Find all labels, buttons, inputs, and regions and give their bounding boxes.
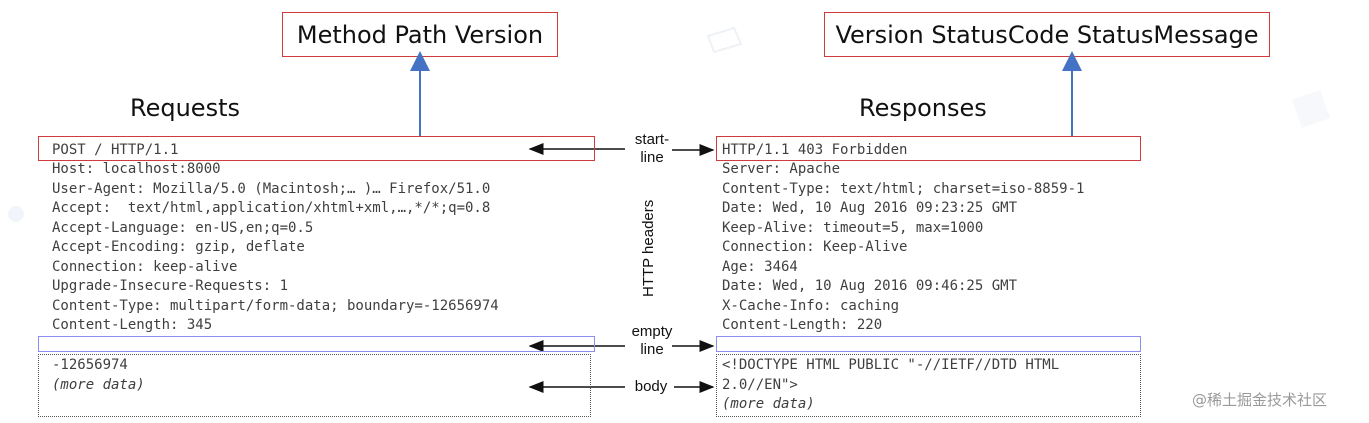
start-line-label-line: line [640,149,664,166]
response-header-line: Date: Wed, 10 Aug 2016 09:23:25 GMT [722,200,1018,216]
request-header-line: User-Agent: Mozilla/5.0 (Macintosh;… )… … [52,180,491,197]
response-header-line: Content-Length: 220 [722,317,883,333]
empty-line-label-line: empty [631,323,673,340]
response-header-line: Age: 3464 [722,258,798,275]
response-body-line: <!DOCTYPE HTML PUBLIC "-//IETF//DTD HTML [722,357,1060,373]
response-start-line-callout: Version StatusCode StatusMessage [824,12,1270,57]
response-header-line: Content-Type: text/html; charset=iso-885… [722,180,1085,197]
request-body-line: -12656974 [52,357,128,373]
response-header-line: Keep-Alive: timeout=5, max=1000 [722,219,984,236]
responses-heading: Responses [859,94,987,122]
response-body-box [716,354,1141,417]
empty-line-label-line: line [640,341,664,358]
request-header-line: Host: localhost:8000 [52,161,221,177]
request-header-line: Upgrade-Insecure-Requests: 1 [52,278,289,294]
response-start-line: HTTP/1.1 403 Forbidden [722,142,908,158]
empty-line-label: empty line [626,323,678,359]
request-headers: Host: localhost:8000 User-Agent: Mozilla… [52,160,499,336]
http-headers-label: HTTP headers [640,199,657,297]
request-start-line-callout-text: Method Path Version [296,20,544,49]
response-header-line: Server: Apache [722,161,841,177]
request-header-line: Content-Type: multipart/form-data; bound… [52,297,499,314]
response-body: <!DOCTYPE HTML PUBLIC "-//IETF//DTD HTML… [722,356,1059,415]
response-body-line: 2.0//EN"> [722,376,798,393]
request-empty-line-box [38,336,595,352]
request-header-line: Content-Length: 345 [52,317,213,333]
response-start-line-callout-text: Version StatusCode StatusMessage [835,20,1259,49]
response-header-line: Connection: Keep-Alive [722,239,908,255]
request-header-line: Accept-Language: en-US,en;q=0.5 [52,219,314,236]
request-header-line: Accept: text/html,application/xhtml+xml,… [52,200,491,216]
response-header-line: Date: Wed, 10 Aug 2016 09:46:25 GMT [722,278,1018,294]
response-body-line: (more data) [722,396,815,412]
start-line-label: start- line [630,131,674,167]
start-line-label-line: start- [634,131,670,148]
requests-heading: Requests [130,94,240,122]
response-empty-line-box [716,336,1141,352]
response-headers: Server: Apache Content-Type: text/html; … [722,160,1084,336]
request-start-line-box [38,136,595,161]
request-header-line: Connection: keep-alive [52,258,238,275]
request-start-line-callout: Method Path Version [282,12,558,57]
request-body-box [38,354,591,417]
body-label: body [634,378,668,395]
request-body-line: (more data) [52,376,145,393]
response-header-line: X-Cache-Info: caching [722,297,900,314]
request-start-line: POST / HTTP/1.1 [52,142,179,158]
response-start-line-box [716,136,1141,161]
request-body: -12656974 (more data) [52,356,145,395]
request-header-line: Accept-Encoding: gzip, deflate [52,239,305,255]
watermark: @稀土掘金技术社区 [1192,391,1328,409]
